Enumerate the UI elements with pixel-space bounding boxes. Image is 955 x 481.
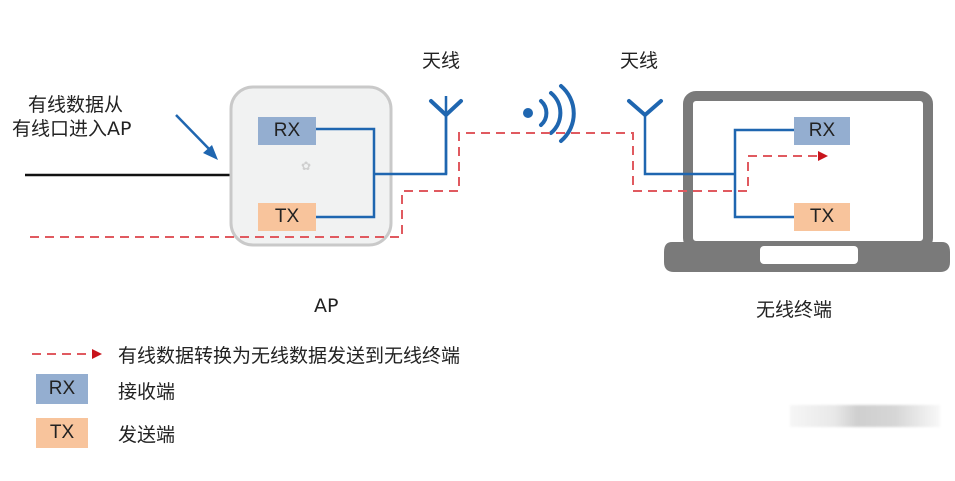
terminal-rx-box: RX [794,117,850,145]
antenna-right-icon [627,99,663,118]
legend-tx-text: 发送端 [118,424,176,446]
wired-entry-label-line1: 有线数据从 [28,94,124,116]
terminal-label: 无线终端 [756,299,833,321]
legend-tx-box: TX [36,418,88,448]
legend-rx-box: RX [36,374,88,404]
ap-tx-box: TX [258,203,316,231]
blurred-watermark [790,405,940,427]
legend-rx-text: 接收端 [118,381,176,403]
ap-rx-box: RX [258,117,316,145]
terminal-antenna-line [643,115,735,176]
ap-label: AP [314,295,339,317]
ap-logo-icon: ✿ [301,159,311,173]
terminal-rx-tx-line [733,128,795,219]
wifi-signal-icon [523,84,576,143]
antenna-right-label: 天线 [620,50,659,72]
pointer-arrow-head [203,145,218,160]
antenna-left-label: 天线 [422,50,461,72]
legend-dashed-text: 有线数据转换为无线数据发送到无线终端 [118,345,461,367]
wired-entry-label-line2: 有线口进入AP [12,118,132,140]
pointer-arrow [175,114,213,153]
data-path-dashed-arrow [30,132,828,238]
terminal-tx-box: TX [794,203,850,231]
laptop-trackpad [760,246,858,264]
